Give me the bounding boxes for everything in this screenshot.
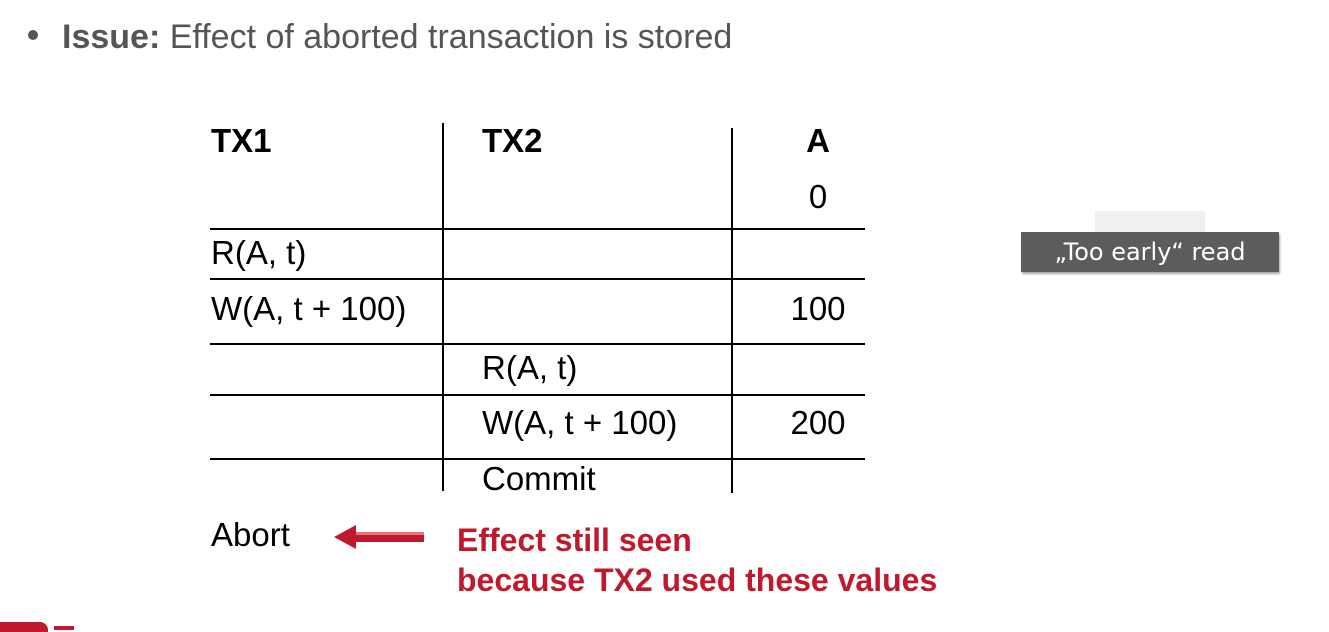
table-cell-a: 200	[790, 404, 846, 441]
header-tx2: TX2	[482, 122, 543, 159]
header-a: A	[806, 122, 830, 159]
footer-logo-mark-bar	[54, 626, 74, 630]
table-cell-tx2: Commit	[482, 460, 596, 497]
row-divider	[210, 458, 865, 460]
bullet-label: Issue:	[62, 18, 161, 56]
table-cell-a: 100	[790, 290, 846, 327]
column-divider-tx1-tx2	[442, 123, 444, 491]
table-cell-tx2: R(A, t)	[482, 349, 578, 386]
row-divider	[210, 228, 865, 230]
table-cell-tx1: R(A, t)	[211, 234, 307, 271]
table-cell-tx2: W(A, t + 100)	[482, 404, 678, 441]
footer-logo-mark	[0, 622, 48, 632]
arrow-left-icon	[334, 525, 424, 549]
column-divider-tx2-a	[731, 128, 733, 493]
effect-line-2: because TX2 used these values	[457, 562, 938, 598]
header-tx1: TX1	[211, 122, 272, 159]
note-tab	[1095, 211, 1205, 235]
effect-line-1: Effect still seen	[457, 522, 692, 558]
bullet-point: Issue: Effect of aborted transaction is …	[28, 18, 732, 57]
row-divider	[210, 394, 865, 396]
initial-a-value: 0	[808, 178, 828, 215]
abort-label: Abort	[211, 516, 290, 553]
effect-explanation: Effect still seen because TX2 used these…	[457, 520, 937, 600]
table-cell-tx1: W(A, t + 100)	[211, 290, 407, 327]
too-early-read-note: „Too early“ read	[1021, 232, 1279, 272]
row-divider	[210, 278, 865, 280]
bullet-dot-icon	[28, 30, 38, 41]
bullet-text: Effect of aborted transaction is stored	[160, 18, 733, 56]
row-divider	[210, 343, 865, 345]
